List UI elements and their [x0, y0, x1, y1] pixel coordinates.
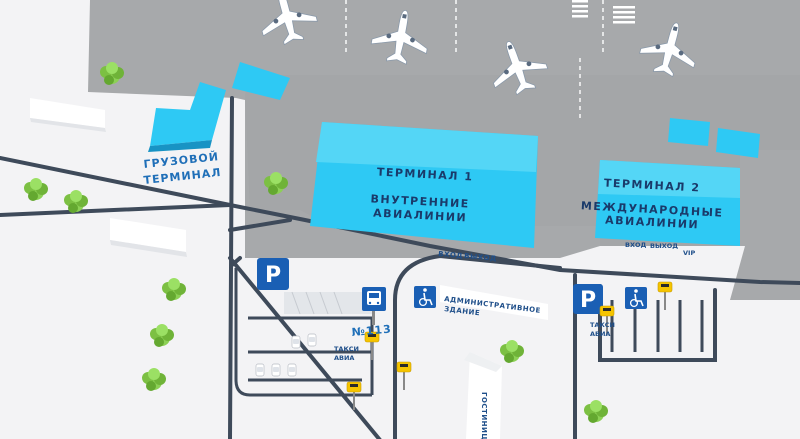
- tree-icon: [162, 278, 186, 301]
- car-icon: [291, 335, 301, 349]
- tree-icon: [24, 178, 48, 201]
- tree-icon: [500, 340, 524, 363]
- parking-sign-1-label: P: [265, 263, 281, 288]
- building: [30, 118, 106, 132]
- taxi-sign-icon: [396, 361, 412, 391]
- parked-cars: [255, 291, 374, 377]
- taxi-label-2-line-2: АВИА: [590, 330, 610, 338]
- zebra-crossing: [572, 0, 635, 24]
- hotel-roof: [464, 352, 502, 372]
- building: [110, 218, 186, 252]
- cargo-terminal-side: [148, 140, 212, 152]
- tree-icon: [584, 400, 608, 423]
- taxi-label-1-line-2: АВИА: [334, 354, 354, 362]
- parking-sign-2: [573, 284, 603, 314]
- bus-route-number: №113: [351, 323, 392, 339]
- parking-sign-2-label: P: [580, 288, 596, 313]
- terminal-2-annex: [716, 128, 760, 158]
- parking-lot-1: [234, 268, 374, 397]
- terminal-1-sub-2: АВИАЛИНИИ: [373, 207, 468, 225]
- hotel-label: ГОСТИНИЦА: [480, 392, 488, 439]
- taxi-label-1-line-1: ТАКСИ: [334, 345, 359, 353]
- terminal-2-title: ТЕРМИНАЛ 2: [604, 176, 701, 194]
- admin-building: [440, 285, 548, 320]
- terminal-2-entry: ВХОД: [625, 241, 646, 249]
- building: [110, 240, 187, 257]
- car-icon: [271, 363, 281, 377]
- tree-icon: [142, 368, 166, 391]
- taxi-sign-icon: [657, 281, 673, 311]
- terminal-1-exit: ВЫХОД: [464, 252, 497, 263]
- terminal-1-sub-1: ВНУТРЕННИЕ: [370, 192, 470, 210]
- terminal-1-entry: ВХОД: [438, 250, 464, 260]
- bus-icon: [362, 287, 386, 325]
- terminal-2-sub-2: АВИАЛИНИИ: [605, 214, 700, 232]
- terminal-1-roof: [316, 122, 538, 172]
- terminal-2-annex: [668, 118, 710, 146]
- car-icon: [307, 333, 317, 347]
- taxi-label-2-line-1: ТАКСИ: [590, 321, 615, 329]
- terminal-2-vip: VIP: [683, 249, 695, 257]
- tree-icon: [150, 324, 174, 347]
- cargo-annex: [232, 62, 290, 100]
- car-icon: [255, 363, 265, 377]
- terminal-1-title: ТЕРМИНАЛ 1: [377, 165, 474, 183]
- terminal-2-roof: [598, 160, 740, 198]
- parking-sign-1: [257, 258, 289, 290]
- wheelchair-icon: [414, 286, 436, 308]
- cargo-terminal: [150, 82, 226, 146]
- hotel-building: [466, 352, 502, 439]
- car-icon: [287, 363, 297, 377]
- terminal-2-exit: ВЫХОД: [650, 242, 678, 250]
- wheelchair-icon: [625, 287, 647, 309]
